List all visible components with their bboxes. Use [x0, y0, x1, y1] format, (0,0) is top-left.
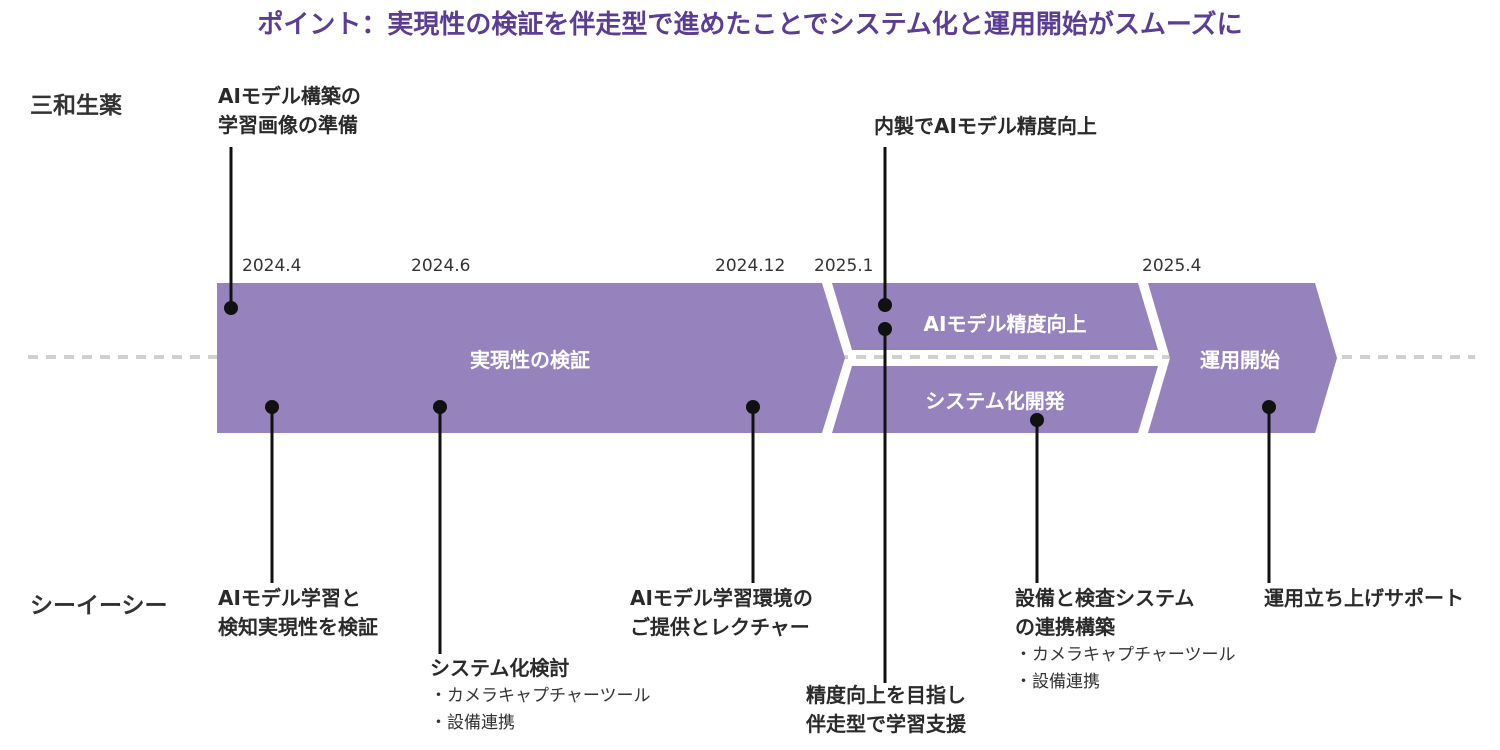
- event-system-review: システム化検討 ・カメラキャプチャーツール ・設備連携: [430, 656, 651, 733]
- timeline-dot: [224, 301, 238, 315]
- event-inhouse-ai: 内製でAIモデル精度向上: [874, 114, 1097, 138]
- timeline-dot: [1030, 413, 1044, 427]
- event-integration: 設備と検査システム の連携構築 ・カメラキャプチャーツール ・設備連携: [1015, 586, 1236, 692]
- event-launch-support: 運用立ち上げサポート: [1264, 586, 1464, 610]
- page-title: ポイント：実現性の検証を伴走型で進めたことでシステム化と運用開始がスムーズに: [257, 10, 1243, 40]
- date-label: 2024.4: [242, 256, 302, 276]
- phase-verification-shape: [217, 283, 845, 433]
- event-ai-env: AIモデル学習環境の ご提供とレクチャー: [630, 586, 813, 639]
- event-support-learning: 精度向上を目指し 伴走型で学習支援: [806, 683, 966, 736]
- phase-system-dev-label: システム化開発: [925, 389, 1065, 413]
- event-ai-learning: AIモデル学習と 検知実現性を検証: [218, 586, 378, 639]
- party-label-top: 三和生薬: [30, 93, 122, 119]
- date-label: 2024.12: [715, 256, 786, 276]
- date-label: 2024.6: [411, 256, 471, 276]
- phase-ai-improvement-shape: [832, 283, 1158, 350]
- phase-system-dev-shape: [832, 366, 1158, 433]
- date-label: 2025.1: [814, 256, 874, 276]
- phase-operation-label: 運用開始: [1200, 348, 1280, 372]
- timeline-dot: [1262, 400, 1276, 414]
- party-label-bottom: シーイーシー: [30, 593, 168, 619]
- timeline-dot: [433, 400, 447, 414]
- timeline-dot: [265, 400, 279, 414]
- timeline-dot: [878, 322, 892, 336]
- event-ai-prep: AIモデル構築の 学習画像の準備: [218, 84, 361, 137]
- timeline-dot: [878, 298, 892, 312]
- timeline-dot: [746, 400, 760, 414]
- phase-operation-shape: [1148, 283, 1337, 433]
- phase-ai-improvement-label: AIモデル精度向上: [923, 312, 1087, 336]
- date-label: 2025.4: [1142, 256, 1202, 276]
- phase-verification-label: 実現性の検証: [470, 348, 590, 372]
